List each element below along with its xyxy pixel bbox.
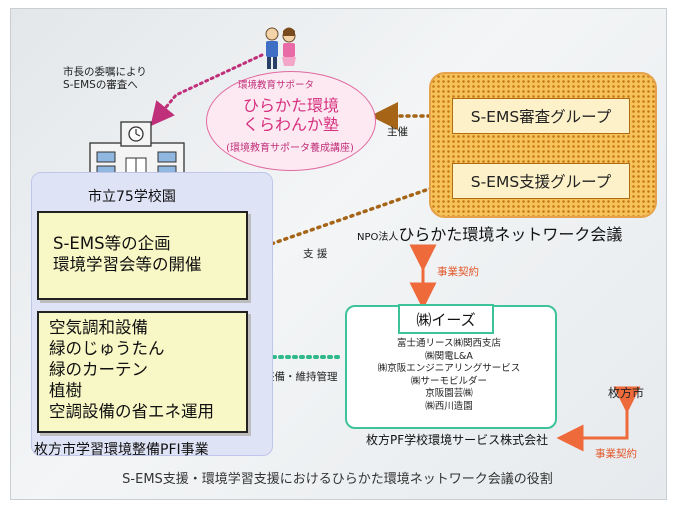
member-company: ㈱西川造園 [425,400,473,412]
pfi-project-label: 枚方市学習環境整備PFI事業 [34,442,209,458]
member-company-list: 富士通リース㈱関西支店 ㈱関電L&A ㈱京阪エンジニアリングサービス ㈱サーモビ… [345,338,553,414]
equipment-box: 空気調和設備 緑のじゅうたん 緑のカーテン 植樹 空調設備の省エネ運用 [37,311,248,433]
ease-title: ㈱イーズ [398,304,494,334]
maintenance-label: 整備・維持管理 [264,371,338,383]
planning-box: S-EMS等の企画 環境学習会等の開催 [37,211,248,300]
support-arrow [234,179,454,261]
contract-label-npo: 事業契約 [437,266,479,278]
member-company: ㈱京阪エンジニアリングサービス [377,363,521,375]
juku-name: ひらかた環境 くらわんか塾 [242,96,339,134]
support-group-box: S-EMS支援グループ [452,163,630,199]
hirakata-city-label: 枚方市 [608,386,645,400]
review-group-box: S-EMS審査グループ [452,98,630,134]
member-company: ㈱サーモビルダー [410,375,487,387]
supporter-label: 環境教育サポータ [238,80,315,91]
sponsor-label: 主催 [387,126,408,138]
member-company: ㈱関電L&A [425,350,473,362]
member-company: 富士通リース㈱関西支店 [396,338,502,349]
training-course-label: (環境教育サポータ養成講座) [226,143,354,154]
member-company: 京阪園芸㈱ [425,388,473,400]
supporter-to-school-arrow [150,53,264,127]
support-label: 支 援 [303,248,328,260]
diagram-caption: S-EMS支援・環境学習支援におけるひらかた環境ネットワーク会議の役割 [122,472,553,487]
schools-label: 市立75学校園 [88,189,176,205]
commission-note: 市長の委嘱により S-EMSの審査へ [63,66,147,91]
contract-arrow-city-company [556,386,641,452]
company-name: 枚方PF学校環境サービス株式会社 [366,433,549,447]
eco-education-ellipse [206,71,376,171]
npo-name: NPO法人ひらかた環境ネットワーク会議 [357,225,623,244]
contract-label-city: 事業契約 [595,448,637,460]
